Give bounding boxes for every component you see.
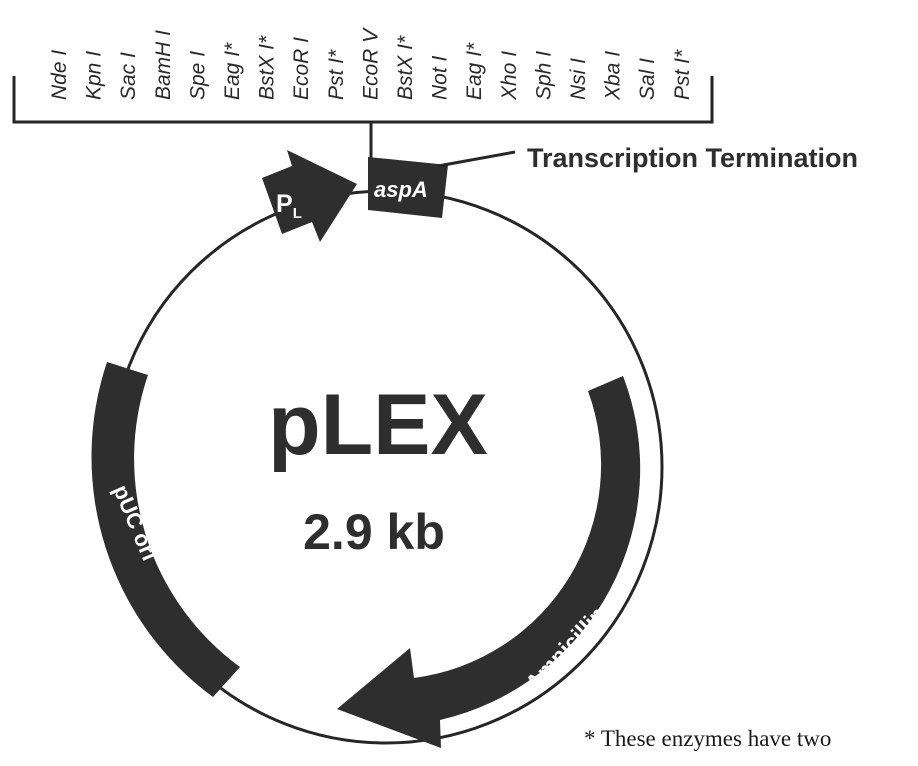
footnote: * These enzymes have two [584, 726, 831, 751]
enzyme-label: EcoR V [359, 27, 382, 100]
plasmid-size: 2.9 kb [303, 504, 445, 560]
transcription-termination-label: Transcription Termination [527, 143, 858, 173]
enzyme-label: Not I [429, 55, 452, 100]
enzyme-label: Xba I [602, 51, 625, 101]
enzyme-label: Sph I [532, 51, 555, 100]
enzyme-label: Sac I [117, 52, 140, 100]
enzyme-label: EcoR I [290, 37, 313, 100]
enzyme-label: Eag I* [221, 42, 244, 100]
pl-promoter-arrow [262, 150, 357, 242]
puc-ori-block [91, 362, 241, 697]
enzyme-label: Spe I [186, 51, 209, 100]
enzyme-label: Nde I [48, 50, 71, 100]
pl-label: PL [276, 190, 302, 222]
enzyme-label: Pst I* [325, 49, 348, 100]
aspa-terminator-block [368, 157, 448, 218]
plasmid-name: pLEX [268, 377, 488, 473]
ampicillin-gene [337, 376, 641, 748]
aspa-label: aspA [374, 177, 428, 202]
enzyme-label: Eag I* [463, 42, 486, 100]
enzyme-label: Sal I [636, 58, 659, 100]
enzyme-label: Xho I [498, 51, 521, 101]
enzyme-label: Pst I* [671, 49, 694, 100]
enzyme-label: Kpn I [83, 51, 106, 100]
enzyme-label: Nsi I [567, 58, 590, 100]
enzyme-label: BstX I* [256, 35, 279, 100]
enzyme-label: BamH I [152, 30, 175, 100]
enzyme-list: Nde I Kpn I Sac I BamH I Spe I Eag I* BstX I* E… [48, 27, 694, 101]
enzyme-label: BstX I* [394, 35, 417, 100]
terminator-leader-line [437, 150, 516, 168]
